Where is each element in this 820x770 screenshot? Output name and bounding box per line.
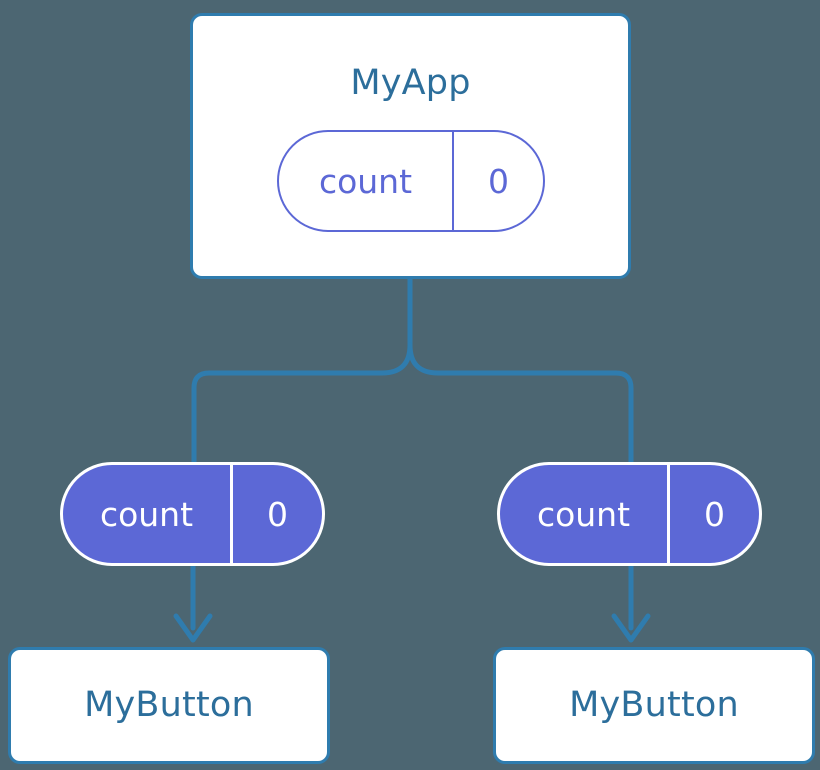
state-pill-child-left-value: 0: [267, 494, 288, 534]
arrow-head-left: [173, 613, 213, 643]
component-box-mybutton-right[interactable]: MyButton: [493, 647, 815, 764]
state-pill-root-key: count: [279, 132, 454, 230]
branch-connector-right: [407, 342, 634, 466]
state-pill-child-right[interactable]: count 0: [497, 462, 762, 566]
component-title-mybutton-left: MyButton: [84, 685, 254, 725]
state-pill-child-right-value: 0: [704, 494, 725, 534]
state-pill-child-right-key: count: [500, 465, 670, 563]
state-pill-child-left[interactable]: count 0: [60, 462, 325, 566]
state-pill-child-left-key: count: [63, 465, 233, 563]
component-title-mybutton-right: MyButton: [569, 685, 739, 725]
component-title-myapp: MyApp: [350, 63, 471, 103]
state-pill-root-value: 0: [488, 161, 509, 201]
arrow-head-right: [611, 613, 651, 643]
component-box-mybutton-left[interactable]: MyButton: [8, 647, 330, 764]
state-pill-root[interactable]: count 0: [277, 130, 545, 232]
branch-connector-left: [191, 342, 413, 466]
